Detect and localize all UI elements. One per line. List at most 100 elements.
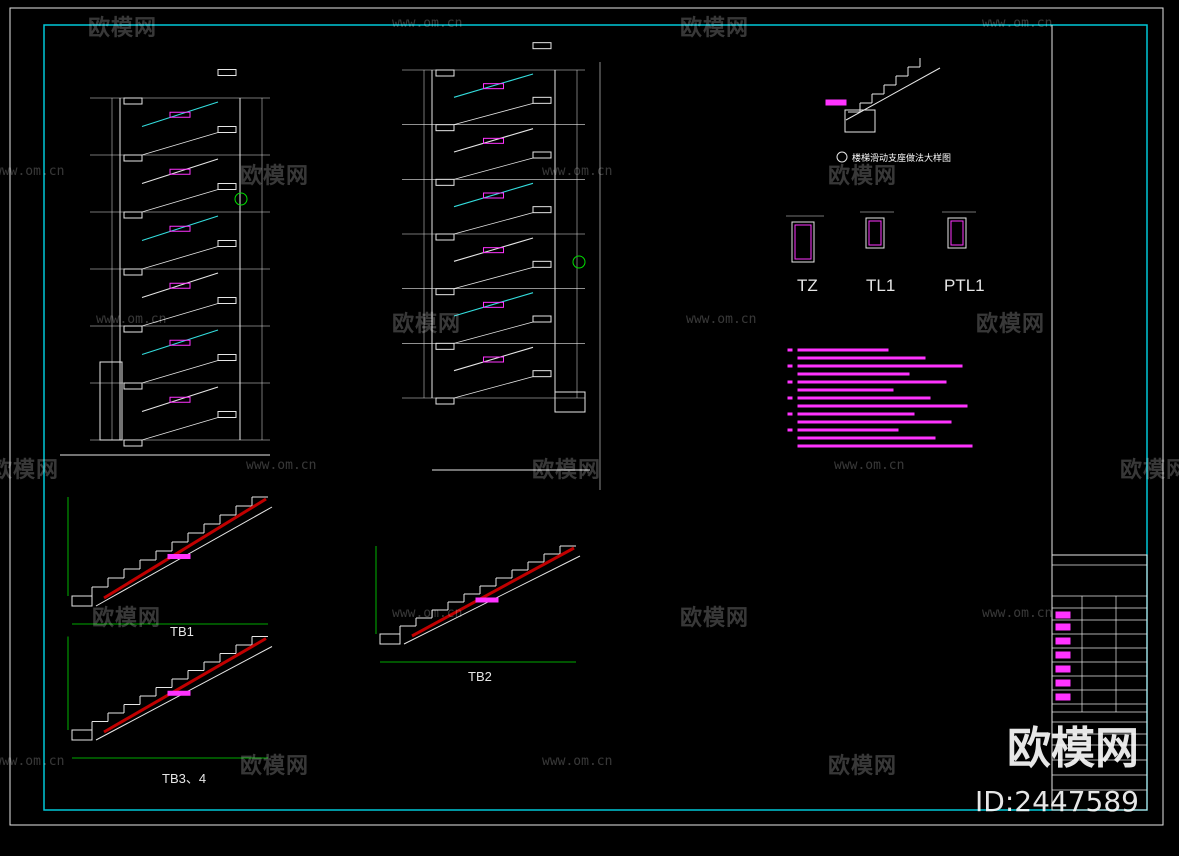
note-line bbox=[797, 372, 910, 376]
watermark-text: 欧模网 bbox=[680, 16, 750, 41]
landing-beam bbox=[217, 240, 237, 247]
note-line bbox=[797, 348, 889, 352]
watermark-text: 欧模网 bbox=[0, 458, 60, 483]
landing-beam bbox=[123, 382, 143, 390]
flight-tag bbox=[169, 111, 191, 118]
landing-beam bbox=[123, 211, 143, 219]
watermark-text: 欧模网 bbox=[680, 606, 750, 631]
stair-flight-down bbox=[453, 266, 534, 290]
watermark-url: www.om.cn bbox=[96, 312, 167, 327]
detail-title: 楼梯滑动支座做法大样图 bbox=[852, 153, 952, 163]
flight-tag bbox=[169, 339, 191, 346]
stair-flight-down bbox=[453, 376, 534, 399]
note-number bbox=[787, 428, 793, 432]
ptl1-section-label: PTL1 bbox=[944, 276, 985, 295]
landing-beam bbox=[532, 370, 552, 378]
stair-flight-down bbox=[141, 303, 219, 327]
detail-callout-circle bbox=[572, 255, 586, 269]
stair-flight-down bbox=[141, 189, 219, 213]
note-line bbox=[797, 380, 947, 384]
watermark-url: www.om.cn bbox=[982, 606, 1053, 621]
stair-section-middle bbox=[402, 42, 601, 490]
watermark-text: 欧模网 bbox=[1120, 458, 1179, 483]
stair-section-left bbox=[60, 69, 270, 456]
title-block-entry bbox=[1055, 651, 1071, 659]
note-line bbox=[797, 396, 931, 400]
brand-id: ID:2447589 bbox=[975, 785, 1139, 818]
stair-flight-up bbox=[453, 292, 534, 317]
note-line bbox=[797, 428, 899, 432]
tl1-section-label: TL1 bbox=[866, 276, 896, 295]
landing-beam bbox=[435, 178, 455, 186]
flight-tag bbox=[169, 396, 191, 403]
stair-flight-up bbox=[141, 386, 219, 413]
stair-flight-up bbox=[453, 128, 534, 153]
design-notes bbox=[787, 348, 973, 448]
watermark-url: www.om.cn bbox=[392, 16, 463, 31]
stair-flight-up bbox=[453, 182, 534, 208]
landing-beam bbox=[532, 206, 552, 214]
stair-flight-down bbox=[453, 321, 534, 344]
support-beam bbox=[844, 109, 876, 133]
watermark-text: 欧模网 bbox=[392, 312, 462, 337]
stair-flight-up bbox=[453, 346, 534, 372]
foundation-wall bbox=[99, 361, 123, 441]
note-line bbox=[797, 404, 968, 408]
drawing-frame bbox=[43, 24, 1148, 811]
landing-beam bbox=[435, 288, 455, 296]
flight-support bbox=[71, 595, 93, 607]
stair-flight-down bbox=[453, 102, 534, 126]
landing-beam bbox=[123, 325, 143, 333]
title-block-entry bbox=[1055, 679, 1071, 687]
stair-flight-up bbox=[141, 272, 219, 299]
title-block-entry bbox=[1055, 665, 1071, 673]
watermark-url: www.om.cn bbox=[392, 606, 463, 621]
note-number bbox=[787, 396, 793, 400]
flight-tag bbox=[169, 225, 191, 232]
note-number bbox=[787, 380, 793, 384]
note-line bbox=[797, 436, 936, 440]
stair-flight-down bbox=[141, 132, 219, 156]
detail-index-circle bbox=[836, 151, 848, 163]
beam-section-outline bbox=[865, 217, 885, 249]
flight-tag bbox=[169, 282, 191, 289]
note-line bbox=[797, 412, 915, 416]
watermark-text: 欧模网 bbox=[92, 606, 162, 631]
landing-beam bbox=[123, 439, 143, 447]
stair-flight-down bbox=[141, 417, 219, 441]
title-block-entry bbox=[1055, 637, 1071, 645]
watermark-url: www.om.cn bbox=[246, 458, 317, 473]
landing-beam bbox=[435, 342, 455, 350]
stair-flight-up bbox=[141, 158, 219, 185]
tb2-rebar-tag bbox=[475, 597, 499, 603]
flight-support bbox=[379, 633, 401, 645]
foundation-block bbox=[554, 391, 586, 413]
beam-sections bbox=[786, 211, 976, 263]
slab-underside bbox=[845, 67, 941, 121]
brand-watermark: 欧模网 bbox=[1007, 723, 1139, 774]
stair-flight-up bbox=[141, 215, 219, 242]
landing-beam bbox=[217, 183, 237, 190]
flight-reinforcement bbox=[103, 497, 267, 600]
landing-beam bbox=[435, 69, 455, 77]
tz-section-label: TZ bbox=[797, 276, 818, 295]
tb2-label: TB2 bbox=[468, 669, 492, 684]
flight-tag bbox=[483, 83, 504, 90]
flight-tag bbox=[483, 192, 504, 199]
stair-flight-details bbox=[67, 496, 581, 759]
title-block-entry bbox=[1055, 693, 1071, 701]
title-block bbox=[1051, 554, 1148, 811]
landing-beam bbox=[435, 397, 455, 405]
note-number bbox=[787, 348, 793, 352]
beam-stirrup bbox=[794, 224, 812, 260]
stair-flight-up bbox=[453, 237, 534, 262]
stair-flight-down bbox=[453, 212, 534, 235]
watermark-url: www.om.cn bbox=[0, 754, 65, 769]
tb1-rebar-tag bbox=[167, 554, 191, 559]
landing-beam bbox=[123, 97, 143, 105]
landing-beam bbox=[123, 268, 143, 276]
stair-flight-down bbox=[141, 360, 219, 384]
landing-beam bbox=[435, 124, 455, 132]
